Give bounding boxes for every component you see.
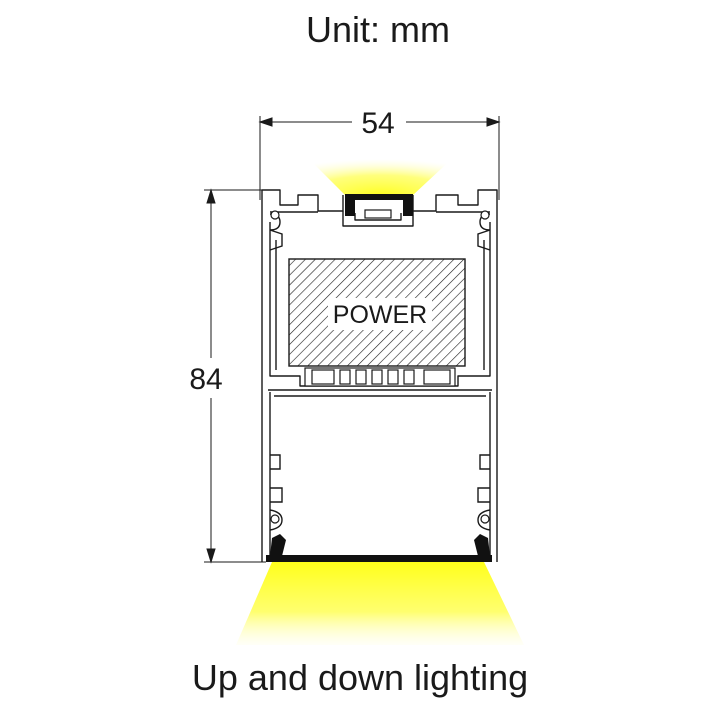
bottom-diffuser [266, 534, 492, 562]
width-dimension [258, 116, 501, 200]
caption: Up and down lighting [192, 657, 528, 698]
screw-holes [270, 210, 490, 524]
height-dimension [204, 188, 266, 564]
unit-label: Unit: mm [306, 9, 450, 50]
down-light-beam [236, 562, 524, 645]
width-value: 54 [361, 107, 394, 140]
power-label-backdrop [328, 298, 432, 330]
terminal-block [304, 367, 456, 387]
power-label: POWER [333, 301, 427, 329]
up-light-beam [305, 155, 456, 195]
top-diffuser [345, 194, 413, 219]
aluminium-profile [261, 189, 498, 562]
height-value: 84 [189, 363, 222, 396]
